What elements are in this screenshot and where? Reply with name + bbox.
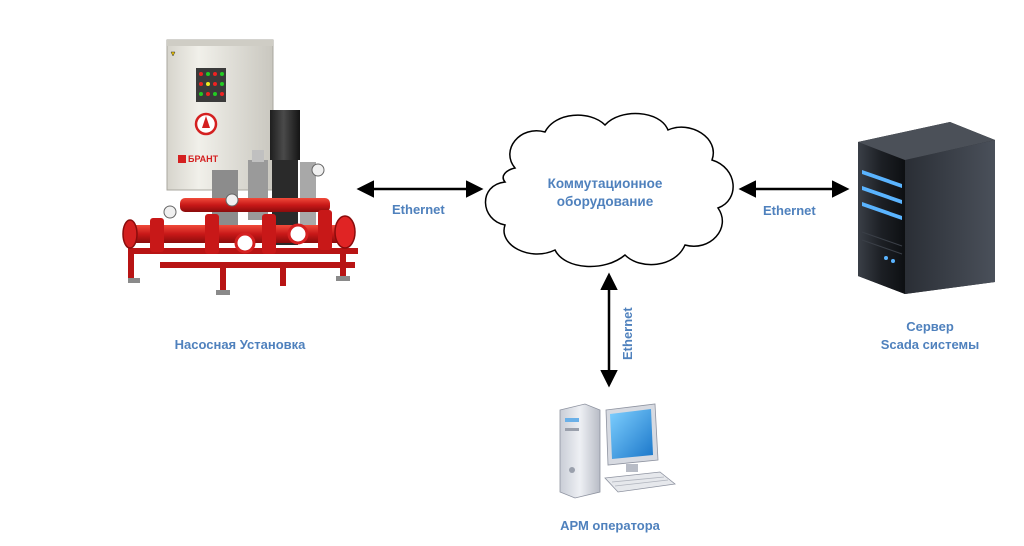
network-equipment-label-line1: Коммутационное <box>547 176 663 191</box>
pump-station: БРАНТ <box>122 39 358 295</box>
link-label-network-server: Ethernet <box>763 203 816 218</box>
network-equipment-label: Коммутационное оборудование <box>505 175 705 211</box>
server-label: Сервер Scada системы <box>850 318 1010 354</box>
server-led-strips <box>862 170 902 263</box>
operator-workstation-label: АРМ оператора <box>560 518 660 533</box>
pump-station-label: Насосная Установка <box>174 337 306 352</box>
pump-pipes <box>122 163 356 254</box>
pump-frame <box>128 248 358 295</box>
brand-logo-text: БРАНТ <box>188 154 219 164</box>
server-label-line2: Scada системы <box>880 337 980 352</box>
server-tower <box>858 122 995 294</box>
operator-workstation <box>559 403 676 499</box>
link-label-pump-network: Ethernet <box>392 202 445 217</box>
link-label-network-operator: Ethernet <box>620 307 635 360</box>
server-label-line1: Сервер <box>906 319 954 334</box>
network-cloud <box>484 112 734 268</box>
network-equipment-label-line2: оборудование <box>556 194 654 209</box>
